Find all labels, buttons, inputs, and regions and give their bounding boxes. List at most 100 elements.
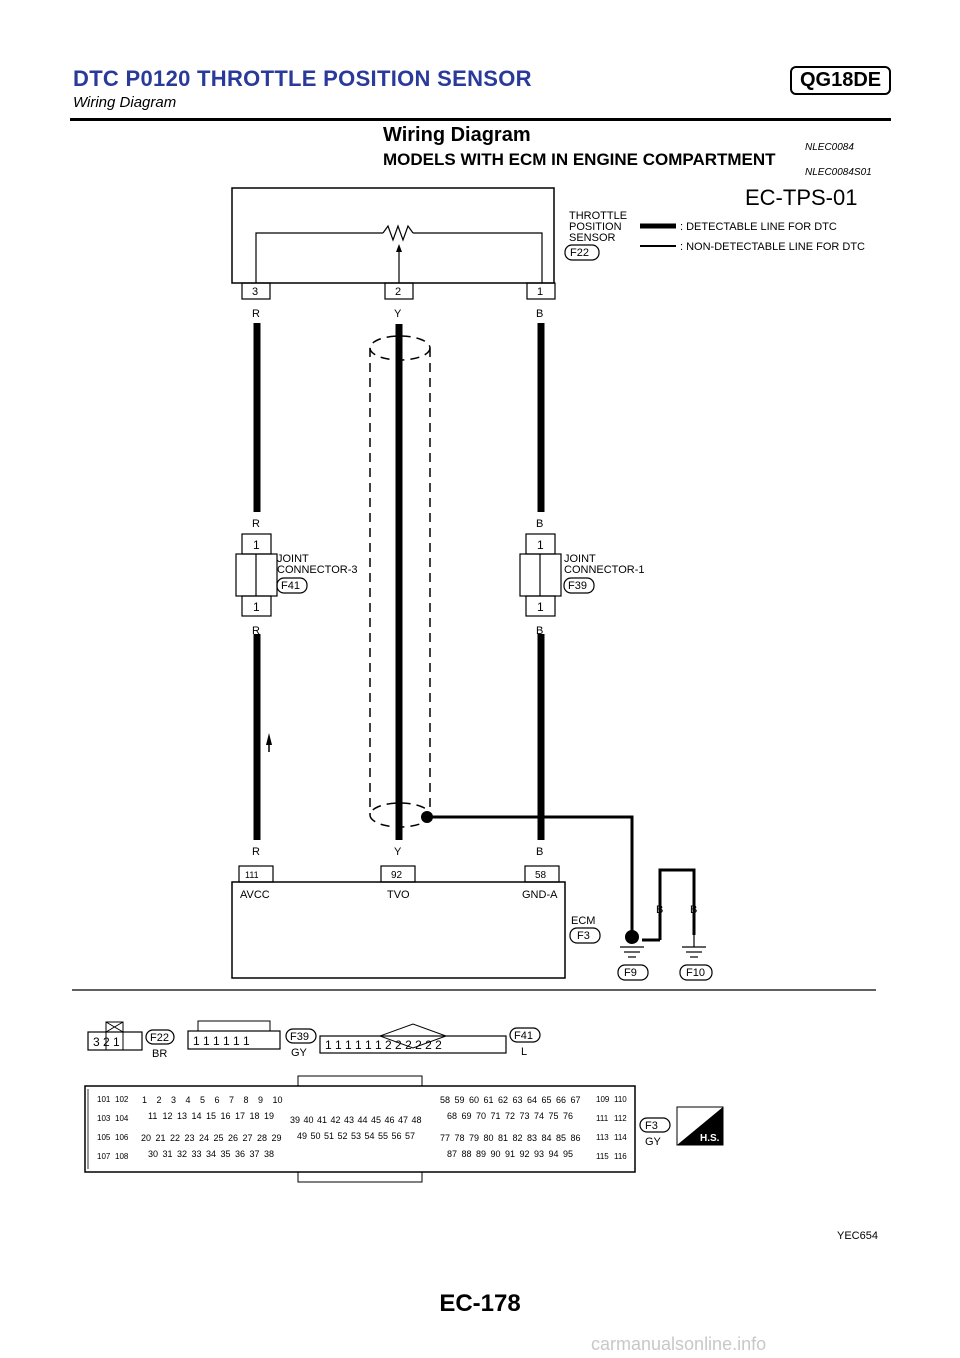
ground1-color: B [656,904,663,916]
f3-id: F3 [645,1120,658,1132]
ecm-cavity-label: 74 [534,1111,544,1121]
ecm-cavity-label: 16 [221,1111,231,1121]
page-number: EC-178 [439,1290,521,1317]
ecm-cavity-label: 72 [505,1111,515,1121]
ecm-cavity-label: 69 [462,1111,472,1121]
f3-color: GY [645,1136,662,1148]
f39-id: F39 [290,1031,309,1043]
ecm-cavity-label: 114 [614,1133,627,1142]
ecm-terminal-gnda: GND-A [522,889,558,901]
ecm-cavity-label: 85 [556,1133,566,1143]
ecm-cavity-label: 87 [447,1149,457,1159]
ecm-cavity-label: 68 [447,1111,457,1121]
ecm-cavity-label: 34 [206,1149,216,1159]
ecm-cavity-label: 32 [177,1149,187,1159]
ground1-label: F9 [624,967,637,979]
ecm-cavity-label: 14 [192,1111,202,1121]
joint3-pin-top: 1 [253,538,260,552]
ecm-cavity-label: 43 [344,1115,354,1125]
ecm-cavity-label: 15 [206,1111,216,1121]
legend-detectable: : DETECTABLE LINE FOR DTC [680,221,837,233]
joint3-connector: F41 [281,580,300,592]
wire-color-left-top: R [252,308,260,320]
ecm-cavity-label: 90 [491,1149,501,1159]
ecm-cavity-label: 91 [505,1149,515,1159]
ecm-cavity-label: 11 [148,1111,157,1121]
ecm-cavity-label: 111 [596,1114,609,1123]
ecm-cavity-label: 31 [163,1149,173,1159]
ecm-cavity-label: 73 [520,1111,530,1121]
f41-pins: 1 1 1 1 1 1 2 2 2 2 2 2 [325,1038,442,1052]
ecm-cavity-label: 3 [171,1095,176,1105]
f41-id: F41 [514,1030,533,1042]
section-title: Wiring Diagram [383,124,531,146]
ecm-cavity-label: 63 [513,1095,523,1105]
ecm-cavity-label: 103 [97,1114,111,1123]
section-subtitle: MODELS WITH ECM IN ENGINE COMPARTMENT [383,150,776,169]
diagram-id: EC-TPS-01 [745,185,857,210]
ecm-cavity-label: 67 [571,1095,581,1105]
joint3-pin-bot: 1 [253,600,260,614]
joint1-pin-bot: 1 [537,600,544,614]
ecm-cavity-label: 7 [229,1095,234,1105]
joint1-line2: CONNECTOR-1 [564,564,644,576]
ecm-cavity-label: 28 [257,1133,267,1143]
ecm-cavity-label: 76 [563,1111,573,1121]
joint1-pin-top: 1 [537,538,544,552]
wire-color-right-j2: B [536,625,543,637]
ecm-cavity-label: 75 [549,1111,559,1121]
ecm-cavity-label: 102 [115,1095,129,1104]
sensor-pin-1: 1 [537,286,543,298]
joint3-line1: JOINT [277,553,309,565]
ecm-cavity-label: 37 [250,1149,260,1159]
ecm-cavity-label: 10 [273,1095,283,1105]
ecm-cavity-label: 42 [331,1115,341,1125]
sensor-name-1: THROTTLE [569,210,627,222]
wire-color-left-j2: R [252,625,260,637]
ecm-cavity-label: 59 [455,1095,465,1105]
ecm-cavity-label: 21 [156,1133,166,1143]
wire-color-right-bot: B [536,846,543,858]
joint1-line1: JOINT [564,553,596,565]
ecm-cavity-label: 78 [455,1133,465,1143]
hs-icon: H.S. [676,1106,724,1146]
page-header-title: DTC P0120 THROTTLE POSITION SENSOR [73,66,532,91]
ecm-cavity-label: 56 [392,1131,402,1141]
ecm-cavity-label: 12 [163,1111,173,1121]
ecm-cavity-label: 8 [244,1095,249,1105]
subsection-ref-code: NLEC0084S01 [805,167,872,178]
ecm-cavity-label: 45 [371,1115,381,1125]
ecm-cavity-label: 27 [243,1133,253,1143]
ecm-cavity-label: 101 [97,1095,111,1104]
ecm-cavity-label: 55 [378,1131,388,1141]
ecm-label: ECM [571,915,595,927]
svg-text:H.S.: H.S. [700,1133,720,1144]
f39-color: GY [291,1047,308,1059]
ecm-cavity-label: 35 [221,1149,231,1159]
ecm-cavity-label: 50 [311,1131,321,1141]
ecm-connector-shell [84,1085,636,1173]
ecm-cavity-label: 39 [290,1115,300,1125]
ecm-cavity-label: 65 [542,1095,552,1105]
wire-color-right-j1: B [536,518,543,530]
ecm-cavity-label: 106 [115,1133,129,1142]
wire-color-left-j1: R [252,518,260,530]
ecm-cavity-label: 2 [157,1095,162,1105]
f41-color: L [521,1046,527,1058]
ecm-cavity-label: 57 [405,1131,415,1141]
ecm-cavity-label: 1 [142,1095,147,1105]
ecm-cavity-label: 48 [412,1115,422,1125]
ecm-cavity-label: 30 [148,1149,158,1159]
ecm-cavity-label: 61 [484,1095,494,1105]
ecm-cavity-label: 13 [177,1111,187,1121]
ecm-cavity-label: 62 [498,1095,508,1105]
ecm-cavity-label: 23 [185,1133,195,1143]
ecm-cavity-label: 49 [297,1131,307,1141]
ecm-cavity-label: 80 [484,1133,494,1143]
section-ref-code: NLEC0084 [805,142,854,153]
ecm-cavity-label: 109 [596,1095,610,1104]
ecm-cavity-label: 113 [596,1133,609,1142]
header-divider [70,118,891,121]
ecm-cavity-label: 22 [170,1133,180,1143]
ecm-cavity-label: 5 [200,1095,205,1105]
